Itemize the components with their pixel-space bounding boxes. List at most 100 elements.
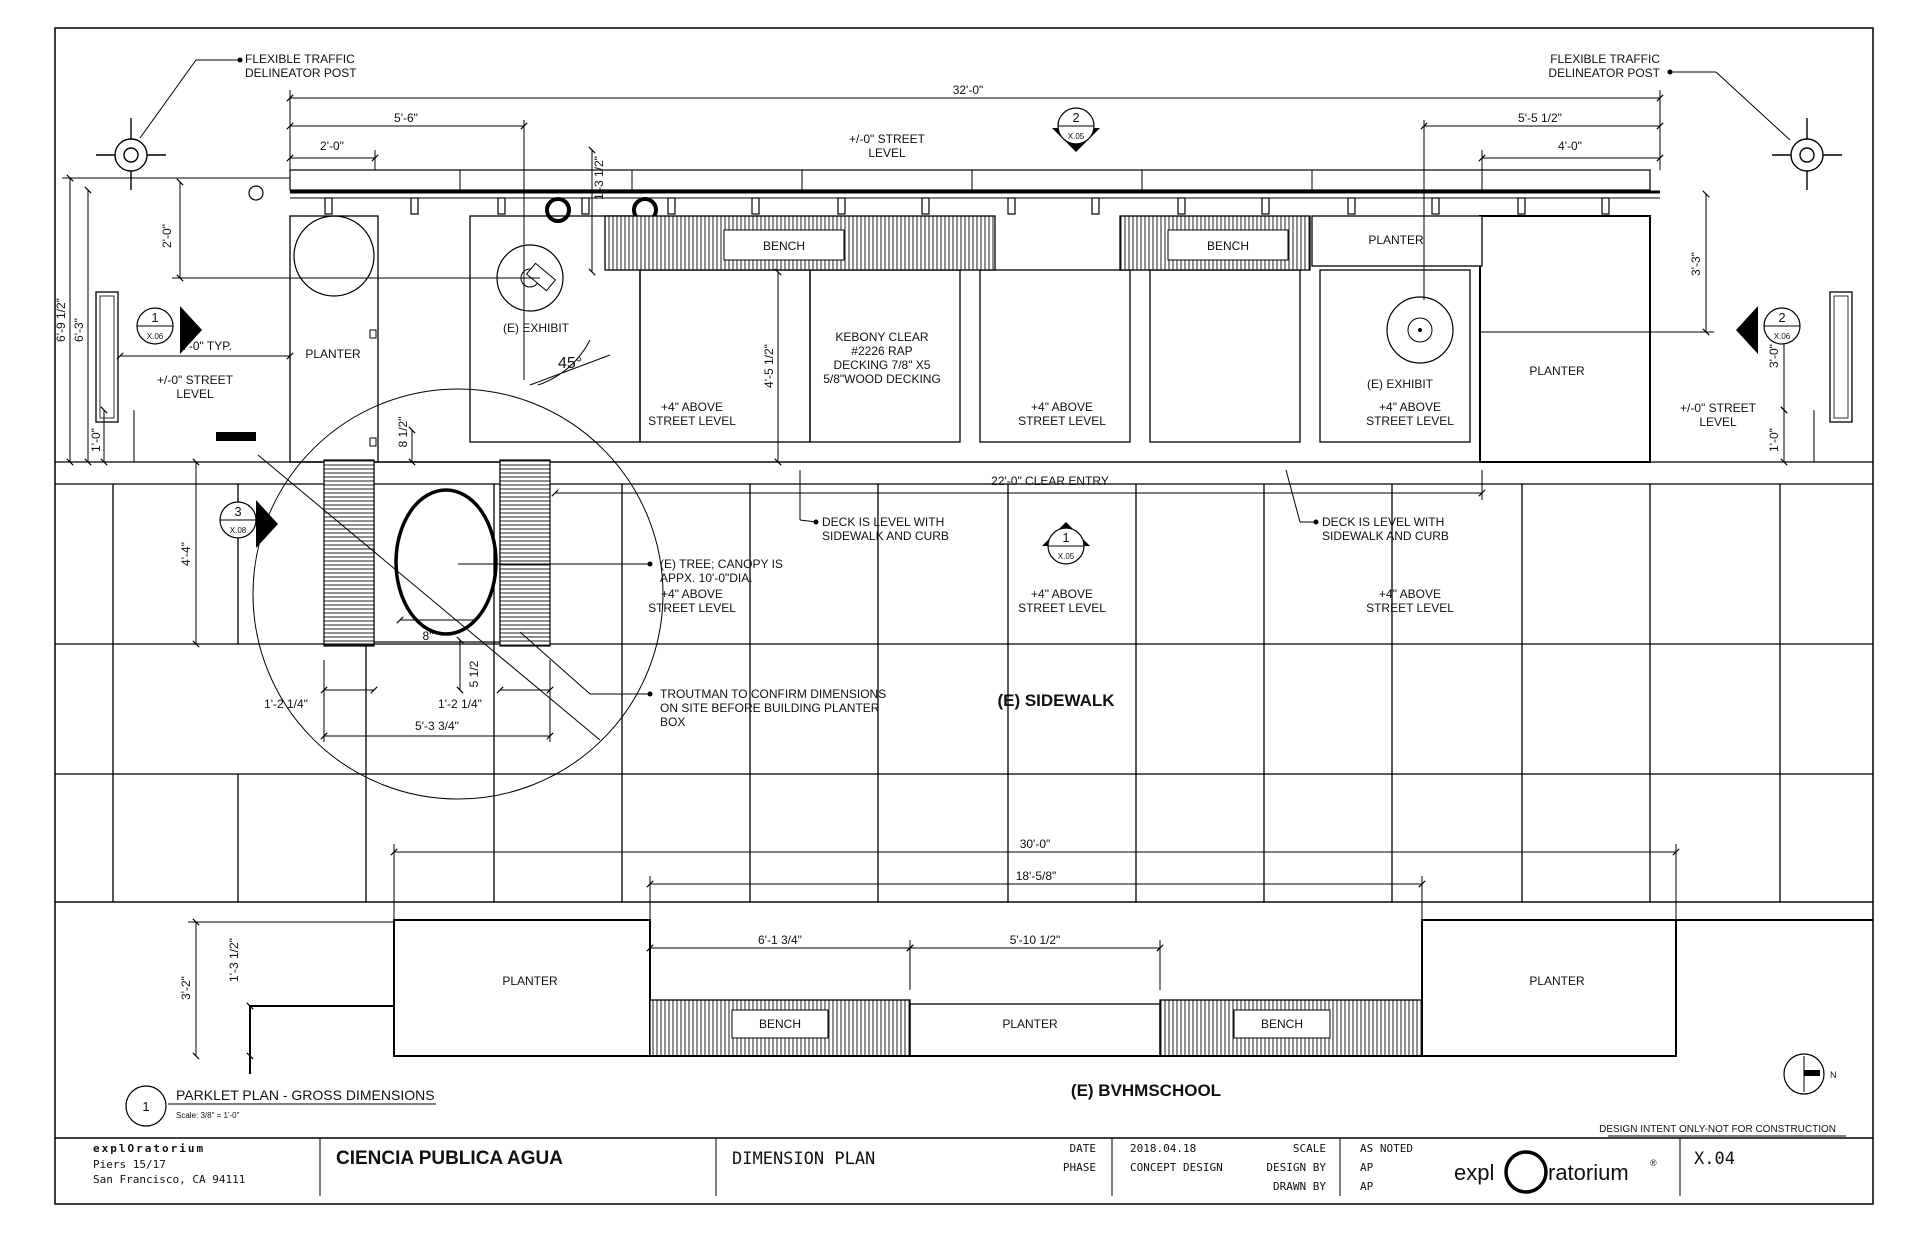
street-level-right-2: LEVEL [1699,415,1737,429]
above-street-a2: STREET LEVEL [648,414,736,428]
callout-sheet: X.08 [230,526,247,535]
phase-label: PHASE [1063,1161,1096,1174]
org-name: explOratorium [93,1142,205,1155]
street-level-top-1: +/-0" STREET [849,132,926,146]
above-street-e1: +4" ABOVE [1031,587,1093,601]
above-street-b1: +4" ABOVE [1031,400,1093,414]
title-block: explOratorium Piers 15/17 San Francisco,… [55,1135,1873,1196]
street-level-right-1: +/-0" STREET [1680,401,1757,415]
planter-right-label: PLANTER [1529,364,1585,378]
dim-6-3: 6'-3" [72,318,86,342]
deck-level-left-2: SIDEWALK AND CURB [822,529,949,543]
typ-label: 4'-0" TYP. [180,339,232,353]
dim-2-0-side: 2'-0" [160,224,174,248]
drawn-label: DRAWN BY [1273,1180,1326,1193]
callout-3-x08: 3 X.08 [219,500,278,548]
above-street-d1: +4" ABOVE [661,587,723,601]
callout-num: 2 [1072,110,1079,125]
scale-label: SCALE [1293,1142,1326,1155]
dim-6-9-half: 6'-9 1/2" [54,298,68,342]
dim-2-0-top: 2'-0" [320,139,344,153]
design-value: AP [1360,1161,1374,1174]
above-street-e2: STREET LEVEL [1018,601,1106,615]
dim-1-0-right: 1'-0" [1767,428,1781,452]
dim-4-5-half: 4'-5 1/2" [762,344,776,388]
flex-post-right-line1: FLEXIBLE TRAFFIC [1550,52,1660,66]
dim-4-0-top: 4'-0" [1558,139,1582,153]
dim-5-half: 5 1/2 [467,660,481,687]
dim-1-2-q-right: 1'-2 1/4" [438,697,482,711]
callout-num: 3 [234,504,241,519]
dim-3-2: 3'-2" [179,976,193,1000]
sheet-number: X.04 [1694,1149,1735,1169]
dim-8-half: 8 1/2" [396,417,410,448]
scale-value: AS NOTED [1360,1142,1413,1155]
above-street-c2: STREET LEVEL [1366,414,1454,428]
parklet-plan [95,118,1853,800]
dim-5-5-half: 5'-5 1/2" [1518,111,1562,125]
kebony-3: DECKING 7/8" X5 [834,358,931,372]
above-street-f2: STREET LEVEL [1366,601,1454,615]
org-address1: Piers 15/17 [93,1158,166,1171]
dim-5-3-3q: 5'-3 3/4" [415,719,459,733]
dim-8: 8" [423,629,434,643]
dim-3-3: 3'-3" [1689,252,1703,276]
troutman-note-3: BOX [660,715,685,729]
plan-title: 1 PARKLET PLAN - GROSS DIMENSIONS Scale:… [125,1085,436,1127]
plan-title-num: 1 [142,1099,149,1114]
dimension-labels: 3 2'-0" 5'-6" 2'-0" 5'-5 1/2" 4'-0" 1'-3 … [54,83,1781,1000]
dim-4-4: 4'-4" [179,542,193,566]
school-label: (E) BVHMSCHOOL [1071,1081,1221,1100]
dim-6-1-3q: 6'-1 3/4" [758,933,802,947]
above-street-c1: +4" ABOVE [1379,400,1441,414]
exploratorium-logo: expl ratorium ® [1454,1150,1657,1194]
north-label: N [1830,1070,1837,1080]
plan-title-text: PARKLET PLAN - GROSS DIMENSIONS [176,1087,435,1103]
deck-level-left-1: DECK IS LEVEL WITH [822,515,944,529]
dim-1-2-q-left: 1'-2 1/4" [264,697,308,711]
callout-1-x05-center: 1 X.05 [1042,522,1090,565]
logo-left: expl [1454,1160,1494,1185]
elev-planter-right: PLANTER [1529,974,1585,988]
delineator-post-left [96,118,166,190]
north-arrow-icon: N [1783,1053,1837,1095]
dim-1-3-half: 1'-3 1/2" [592,156,606,200]
callout-2-x05-top: 2 X.05 [1052,107,1100,152]
bench-label-1: BENCH [763,239,805,253]
callout-num: 1 [1062,530,1069,545]
sheet-border [54,27,1874,1205]
drawn-value: AP [1360,1180,1374,1193]
planter-top-right-label: PLANTER [1368,233,1424,247]
sheet-title: DIMENSION PLAN [732,1149,875,1169]
date-value: 2018.04.18 [1130,1142,1196,1155]
dim-5-6: 5'-6" [394,111,418,125]
clear-entry-label: 22'-0" CLEAR ENTRY [991,474,1109,488]
exhibit-right-label: (E) EXHIBIT [1367,377,1434,391]
callout-1-x06-left: 1 X.06 [136,306,202,354]
exhibit-left-label: (E) EXHIBIT [503,321,570,335]
dim-18-5-8: 18'-5/8" [1016,869,1057,883]
elev-bench-left: BENCH [759,1017,801,1031]
elev-planter-left: PLANTER [502,974,558,988]
elevation [55,901,1873,1074]
callout-num: 1 [151,310,158,325]
phase-value: CONCEPT DESIGN [1130,1161,1223,1174]
tree-note-1: (E) TREE; CANOPY IS [660,557,783,571]
logo-mark: ® [1650,1158,1657,1168]
dim-1-3-half-elev: 1'-3 1/2" [227,938,241,982]
flex-post-left-line1: FLEXIBLE TRAFFIC [245,52,355,66]
tree-note-2: APPX. 10'-0"DIA. [660,571,753,585]
callout-2-x06-right: 2 X.06 [1736,306,1801,354]
street-level-top-2: LEVEL [868,146,906,160]
angle-label: 45° [558,355,582,372]
callout-sheet: X.05 [1068,132,1085,141]
flex-post-right-line2: DELINEATOR POST [1548,66,1660,80]
plan-title-scale: Scale: 3/8" = 1'-0" [176,1111,240,1120]
dim-30-0: 30'-0" [1020,837,1051,851]
plan-labels: FLEXIBLE TRAFFIC DELINEATOR POST FLEXIBL… [157,52,1757,1100]
org-address2: San Francisco, CA 94111 [93,1173,245,1186]
logo-right: ratorium [1548,1160,1629,1185]
delineator-post-right [1772,118,1842,190]
street-level-left-2: LEVEL [176,387,214,401]
elev-planter-center: PLANTER [1002,1017,1058,1031]
